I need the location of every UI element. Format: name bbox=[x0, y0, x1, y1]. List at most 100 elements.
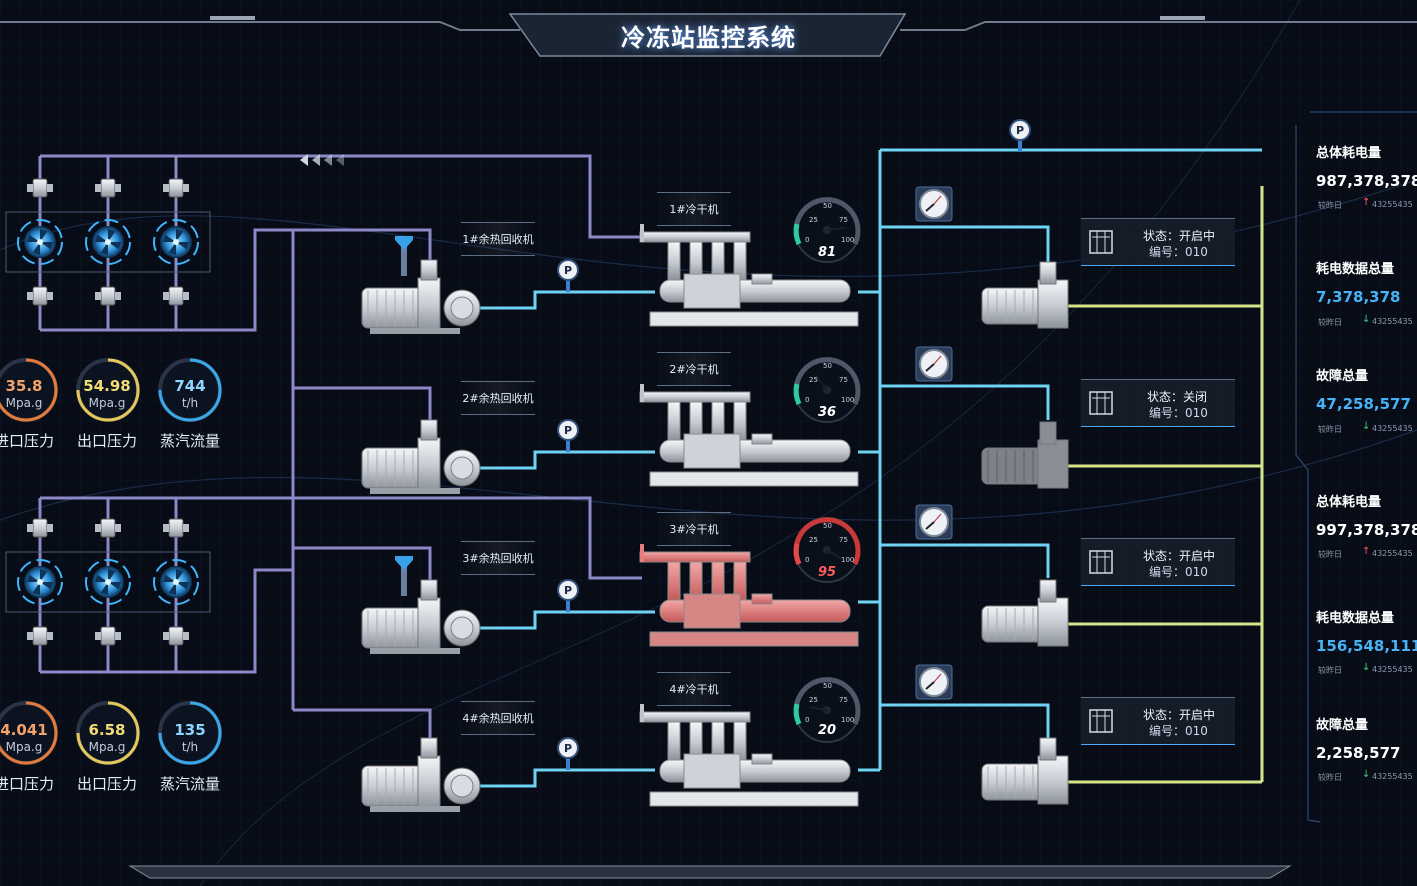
kpi-delta: 43255435 bbox=[1372, 665, 1413, 674]
pump-code-text: 编号：010 bbox=[1149, 565, 1208, 579]
chiller-machine bbox=[639, 224, 859, 327]
chiller-gauge bbox=[793, 677, 861, 743]
pump-code-text: 编号：010 bbox=[1149, 245, 1208, 259]
fan-icon bbox=[17, 559, 63, 605]
gauge-tick-label: 100 bbox=[841, 716, 855, 724]
pressure-p-icon: P bbox=[557, 579, 579, 612]
pressure-gauge-icon bbox=[915, 186, 953, 222]
fan-icon bbox=[85, 219, 131, 265]
svg-text:P: P bbox=[1016, 124, 1024, 137]
chiller-machine bbox=[639, 384, 859, 487]
kpi-delta: 43255435 bbox=[1372, 772, 1413, 781]
chiller-group bbox=[639, 224, 859, 807]
arrow-up-icon: ↑ bbox=[1362, 197, 1371, 208]
kpi-delta: 43255435 bbox=[1372, 424, 1413, 433]
pressure-gauge-icon bbox=[915, 346, 953, 382]
kpi-sub: 较昨日 bbox=[1318, 201, 1342, 210]
kpi-title: 故障总量 bbox=[1316, 718, 1369, 733]
arrow-down-icon: ↓ bbox=[1362, 769, 1371, 780]
kpi-value: 7,378,378 bbox=[1316, 288, 1401, 306]
chiller-gauge-value-4: 20 bbox=[817, 723, 837, 738]
flow-arrow-icon bbox=[300, 154, 344, 166]
pump-status-card-3[interactable]: 状态：开启中 编号：010 bbox=[1081, 538, 1235, 586]
pressure-gauge-group bbox=[915, 186, 953, 700]
pump-status-card-2[interactable]: 状态：关闭 编号：010 bbox=[1081, 379, 1235, 427]
recovery-machine bbox=[361, 419, 481, 494]
dial-ring-group bbox=[0, 358, 222, 765]
valve-icon bbox=[95, 518, 121, 538]
valve-icon bbox=[95, 286, 121, 306]
fan-icon bbox=[17, 219, 63, 265]
pump-status-card-4[interactable]: 状态：开启中 编号：010 bbox=[1081, 697, 1235, 745]
water-pump bbox=[981, 737, 1069, 805]
gauge-tick-label: 0 bbox=[805, 396, 810, 404]
dial-unit-4: Mpa.g bbox=[5, 740, 43, 754]
dial-label-4: 进口压力 bbox=[0, 775, 55, 793]
water-pump bbox=[981, 261, 1069, 329]
chiller-machine bbox=[639, 544, 859, 647]
valve-icon bbox=[395, 556, 413, 596]
recovery-label-3: 3#余热回收机 bbox=[461, 541, 535, 575]
water-pump bbox=[981, 421, 1069, 489]
dial-unit-5: Mpa.g bbox=[88, 740, 126, 754]
svg-text:P: P bbox=[564, 424, 572, 437]
header-frame bbox=[0, 13, 1417, 879]
recovery-machine bbox=[361, 737, 481, 812]
cabinet-icon bbox=[1089, 391, 1113, 415]
kpi-sub: 较昨日 bbox=[1318, 318, 1342, 327]
cabinet-icon bbox=[1089, 230, 1113, 254]
dial-unit-6: t/h bbox=[181, 740, 199, 754]
pressure-p-icon: P bbox=[1009, 119, 1031, 152]
kpi-title: 总体耗电量 bbox=[1316, 495, 1382, 510]
kpi-value: 987,378,378 bbox=[1316, 172, 1417, 190]
pump-status-card-1[interactable]: 状态：开启中 编号：010 bbox=[1081, 218, 1235, 266]
pressure-gauge-icon bbox=[915, 504, 953, 540]
dial-label-2: 出口压力 bbox=[77, 432, 138, 450]
gauge-tick-label: 75 bbox=[839, 216, 848, 224]
dial-label-3: 蒸汽流量 bbox=[160, 432, 221, 450]
arrow-down-icon: ↓ bbox=[1362, 421, 1371, 432]
svg-text:P: P bbox=[564, 584, 572, 597]
pipe-network-cyan bbox=[480, 148, 1262, 788]
dial-label-1: 进口压力 bbox=[0, 432, 55, 450]
valve-icon bbox=[95, 178, 121, 198]
arrow-up-icon: ↑ bbox=[1362, 546, 1371, 557]
recovery-machine-group bbox=[361, 236, 481, 812]
chiller-label-2: 2#冷干机 bbox=[657, 352, 731, 386]
recovery-label-2: 2#余热回收机 bbox=[461, 381, 535, 415]
chiller-gauge bbox=[793, 517, 861, 583]
fan-panel bbox=[5, 211, 211, 273]
dial-label-5: 出口压力 bbox=[77, 775, 138, 793]
valve-icon bbox=[27, 518, 53, 538]
dial-ring bbox=[76, 701, 140, 765]
gauge-tick-label: 100 bbox=[841, 556, 855, 564]
gauge-tick-label: 75 bbox=[839, 696, 848, 704]
dial-value-1: 35.8 bbox=[5, 377, 43, 395]
valve-icon bbox=[95, 626, 121, 646]
gauge-tick-label: 100 bbox=[841, 396, 855, 404]
pressure-p-icon: P bbox=[557, 737, 579, 770]
pump-status-text: 状态：开启中 bbox=[1143, 229, 1216, 243]
gauge-tick-label: 0 bbox=[805, 716, 810, 724]
gauge-tick-label: 25 bbox=[809, 696, 818, 704]
gauge-tick-label: 0 bbox=[805, 556, 810, 564]
pipe-network-yellow bbox=[1068, 186, 1264, 784]
recovery-label-4: 4#余热回收机 bbox=[461, 701, 535, 735]
kpi-value: 2,258,577 bbox=[1316, 744, 1401, 762]
fan-icon bbox=[153, 219, 199, 265]
gauge-tick-label: 50 bbox=[823, 682, 832, 690]
dial-ring bbox=[158, 358, 222, 422]
dial-ring bbox=[0, 701, 58, 765]
pump-status-text: 状态：关闭 bbox=[1147, 390, 1208, 404]
chiller-machine bbox=[639, 704, 859, 807]
dial-unit-1: Mpa.g bbox=[5, 396, 43, 410]
pump-status-text: 状态：开启中 bbox=[1143, 549, 1216, 563]
water-pump bbox=[981, 579, 1069, 647]
chiller-gauge-group bbox=[793, 197, 861, 743]
valve-icon bbox=[163, 286, 189, 306]
cooling-tower-group bbox=[5, 178, 211, 646]
svg-text:P: P bbox=[564, 742, 572, 755]
gauge-tick-label: 50 bbox=[823, 522, 832, 530]
kpi-sub: 较昨日 bbox=[1318, 550, 1342, 559]
fan-panel bbox=[5, 551, 211, 613]
